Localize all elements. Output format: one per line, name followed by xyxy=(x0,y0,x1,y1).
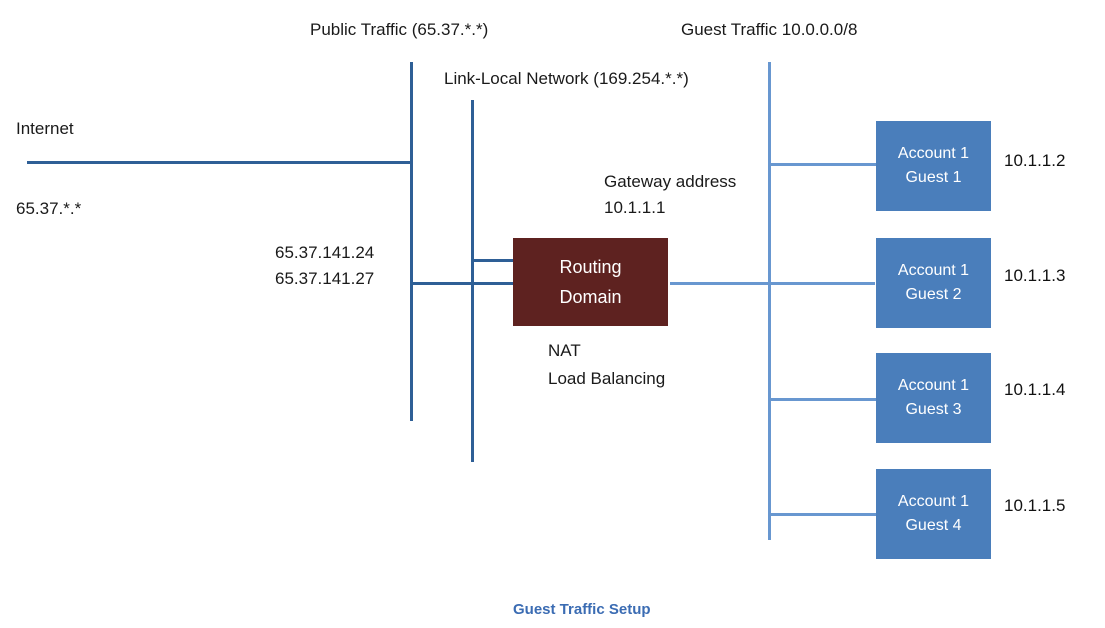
internet-label: Internet xyxy=(16,119,74,138)
load-balancing-feature-label: Load Balancing xyxy=(548,369,666,388)
nat-public-ip-start-label: 65.37.141.24 xyxy=(275,243,375,262)
routing-domain-node[interactable]: Routing Domain xyxy=(513,238,668,326)
routing-domain-line-2: Domain xyxy=(559,287,622,307)
guest-account-label-2: Account 1 xyxy=(897,262,970,279)
nat-feature-label: NAT xyxy=(548,341,581,360)
guest-name-label-3: Guest 3 xyxy=(905,401,962,418)
public-traffic-to-routing-domain-line xyxy=(410,282,515,285)
guest-ip-label-2: 10.1.1.3 xyxy=(1004,266,1066,285)
guest-account-label-4: Account 1 xyxy=(897,493,970,510)
gateway-address-ip-label: 10.1.1.1 xyxy=(604,198,666,217)
guest-name-label-4: Guest 4 xyxy=(905,517,962,534)
guest-node-4[interactable]: Account 1 Guest 4 xyxy=(876,469,991,559)
diagram-caption: Guest Traffic Setup xyxy=(513,601,651,618)
guest-branch-line-3 xyxy=(768,398,876,401)
public-traffic-label: Public Traffic (65.37.*.*) xyxy=(310,20,489,39)
link-local-to-routing-domain-line xyxy=(471,259,515,262)
link-local-bus-line xyxy=(471,100,474,462)
public-traffic-bus-line xyxy=(410,62,413,421)
guest-ip-label-4: 10.1.1.5 xyxy=(1004,496,1066,515)
guest-ip-label-1: 10.1.1.2 xyxy=(1004,151,1066,170)
internet-subnet-label: 65.37.*.* xyxy=(16,199,82,218)
guest-traffic-bus-line xyxy=(768,62,771,540)
guest-ip-label-3: 10.1.1.4 xyxy=(1004,380,1066,399)
guest-name-label-1: Guest 1 xyxy=(905,169,962,186)
guest-node-3[interactable]: Account 1 Guest 3 xyxy=(876,353,991,443)
guest-branch-line-1 xyxy=(768,163,876,166)
link-local-network-label: Link-Local Network (169.254.*.*) xyxy=(444,69,689,88)
nat-public-ip-end-label: 65.37.141.27 xyxy=(275,269,375,288)
gateway-address-title-label: Gateway address xyxy=(604,172,737,191)
internet-trunk-line xyxy=(27,161,413,164)
guest-account-label-3: Account 1 xyxy=(897,377,970,394)
guest-name-label-2: Guest 2 xyxy=(905,286,962,303)
guest-branch-line-4 xyxy=(768,513,876,516)
routing-domain-to-guest-bus-line xyxy=(670,282,875,285)
guest-node-2[interactable]: Account 1 Guest 2 xyxy=(876,238,991,328)
routing-domain-line-1: Routing xyxy=(559,257,622,277)
guest-traffic-label: Guest Traffic 10.0.0.0/8 xyxy=(681,20,858,39)
guest-account-label-1: Account 1 xyxy=(897,145,970,162)
guest-node-1[interactable]: Account 1 Guest 1 xyxy=(876,121,991,211)
